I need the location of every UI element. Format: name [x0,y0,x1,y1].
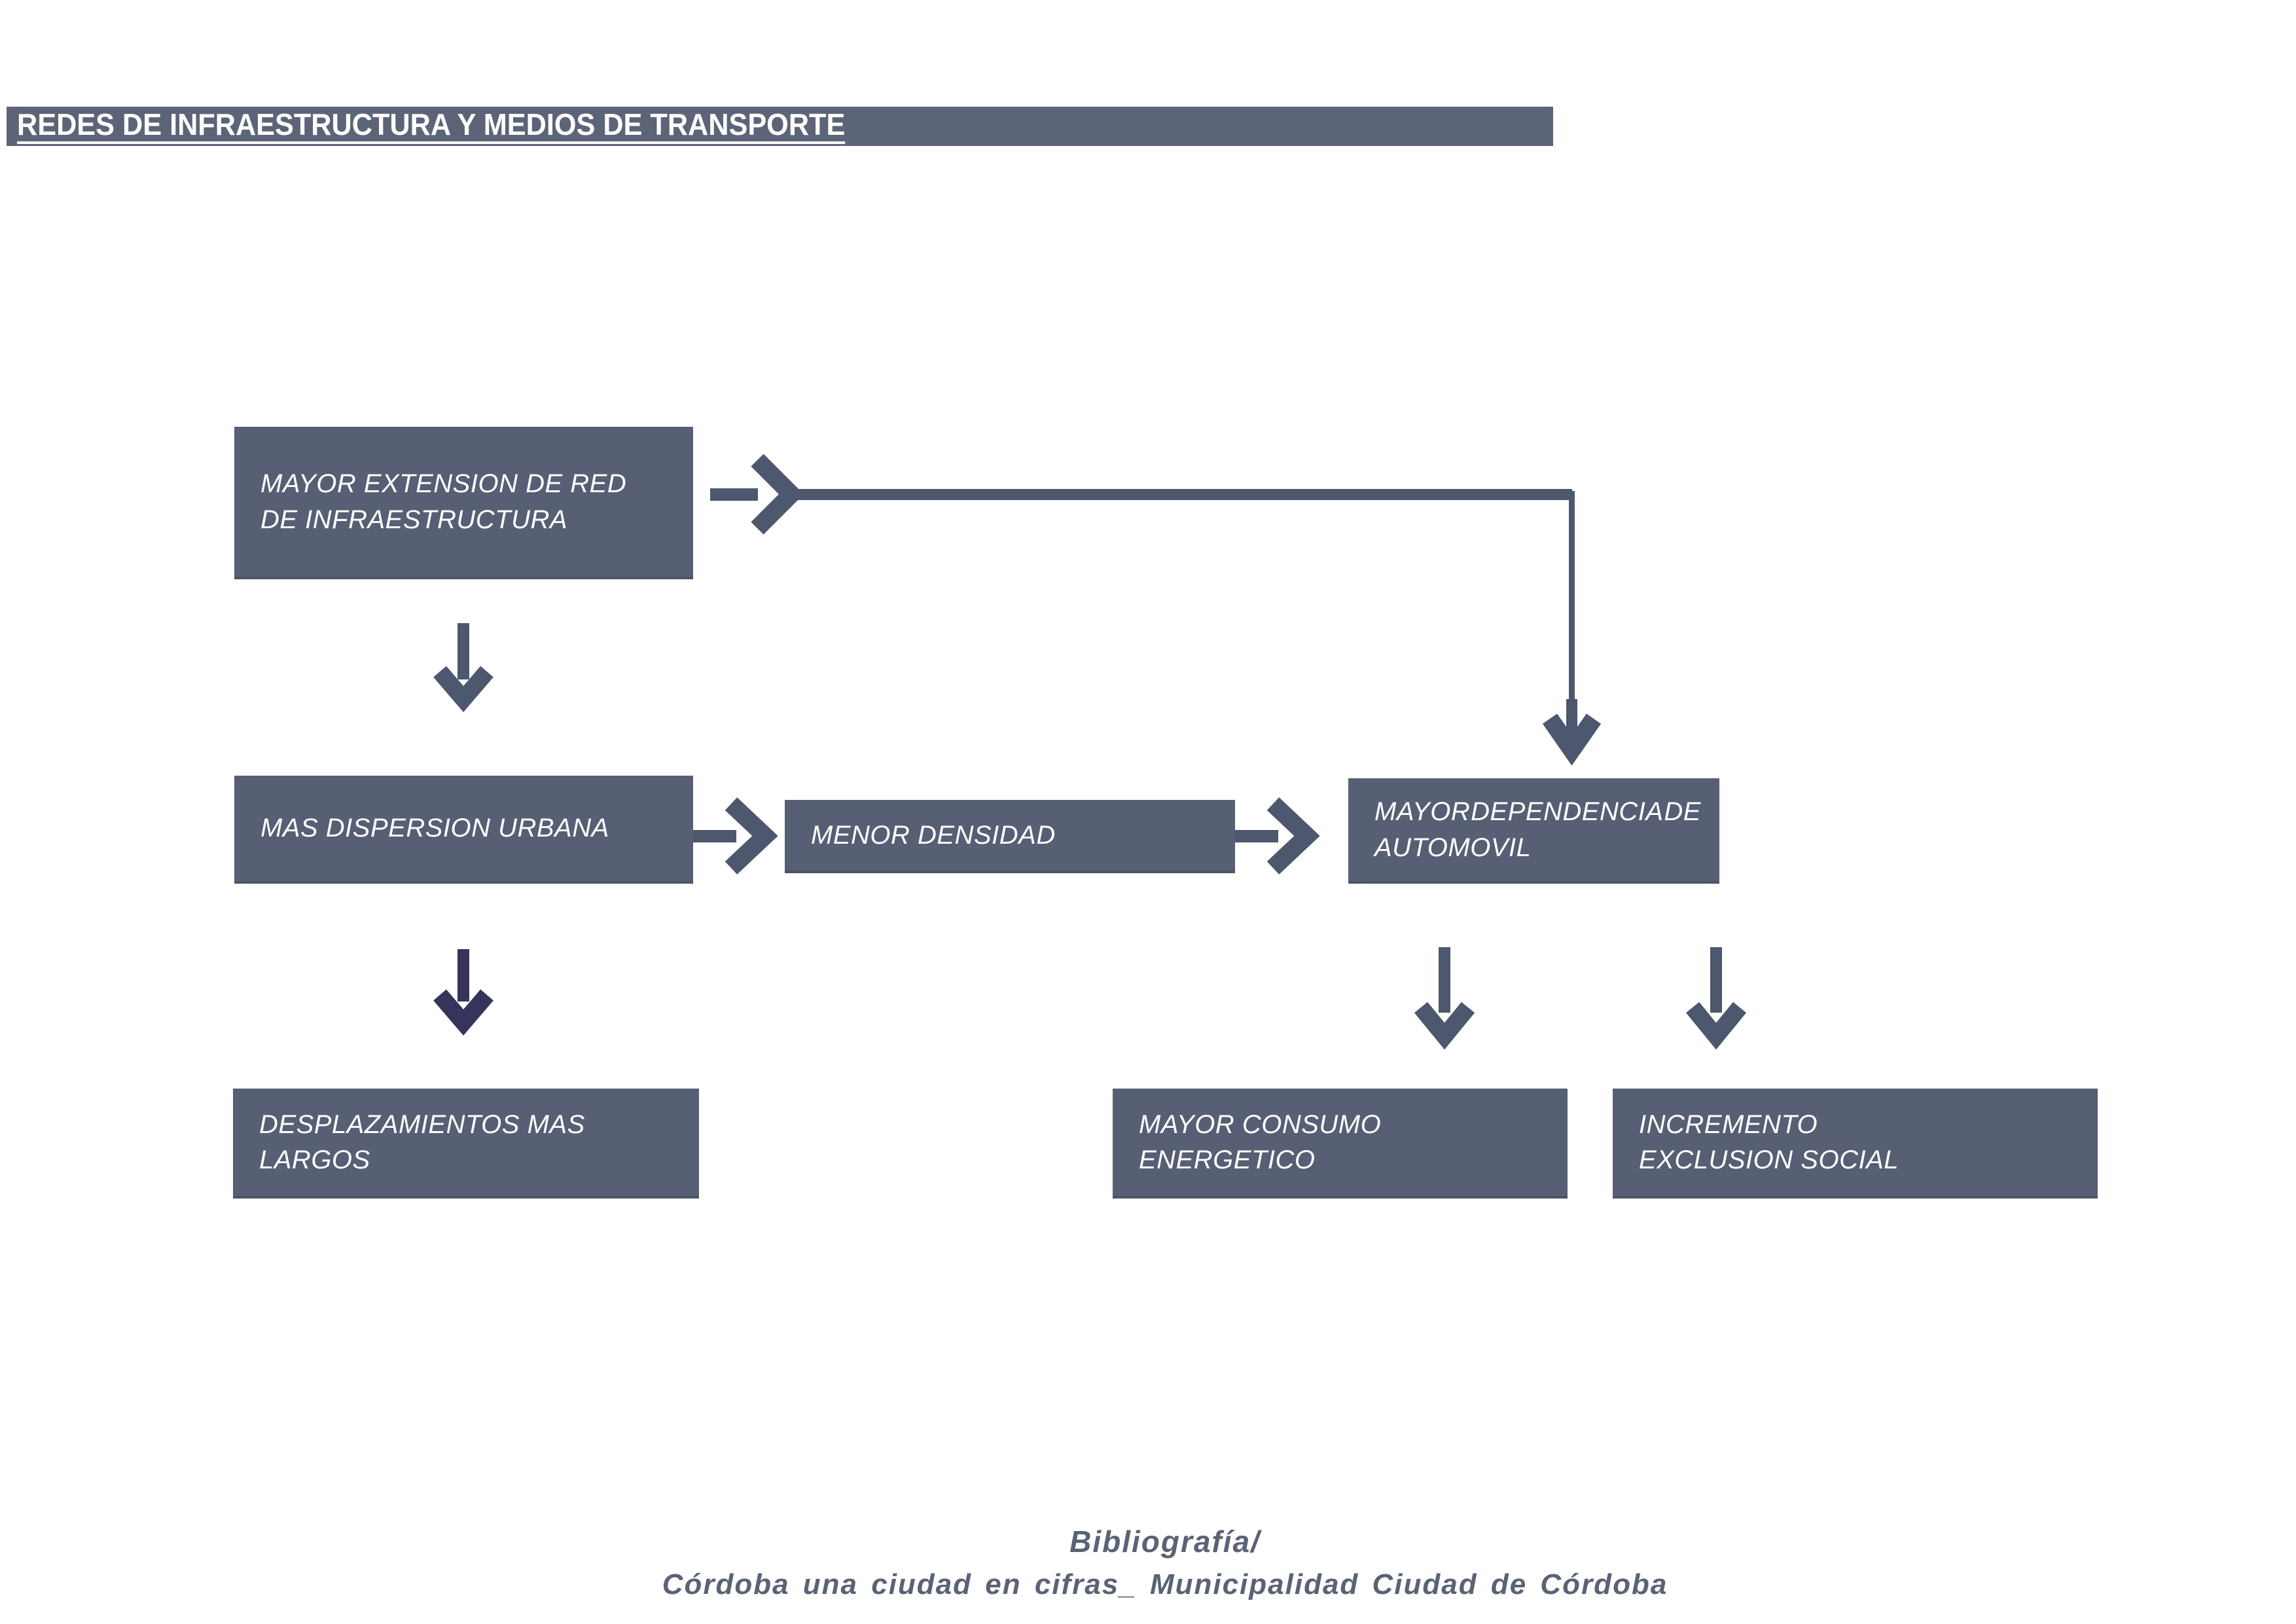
page-title: REDES DE INFRAESTRUCTURA Y MEDIOS DE TRA… [17,109,846,144]
node-text-line: DE INFRAESTRUCTURA [260,505,568,534]
arrow-down-icon [433,949,493,1036]
node-text-line: AUTOMOVIL [1374,833,1532,862]
connector-dependencia-to-consumo-arrow [1414,947,1475,1055]
bibliography: Bibliografía/ Córdoba una ciudad en cifr… [560,1520,1770,1605]
arrow-right-icon [1235,797,1320,875]
connector-extension-to-dispersion-arrow [433,623,493,718]
node-mayor-dependencia-automovil: MAYOR DEPENDENCIA DE AUTOMOVIL [1348,778,1719,884]
node-text-line: MENOR DENSIDAD [811,820,1056,850]
node-text-word: DE [1664,797,1701,827]
node-text-line: EXCLUSION SOCIAL [1639,1146,1899,1174]
connector-extension-to-dependencia-arrow [707,452,1604,785]
node-text-line: ENERGETICO [1139,1146,1316,1174]
arrow-down-icon [433,623,493,712]
connector-dependencia-to-exclusion-arrow [1685,947,1747,1055]
node-mayor-extension-de-red: MAYOR EXTENSION DE RED DE INFRAESTRUCTUR… [234,427,693,579]
node-mayor-consumo-energetico: MAYOR CONSUMO ENERGETICO [1113,1089,1568,1199]
node-text-line: MAYOR DEPENDENCIA DE [1374,794,1701,829]
arrow-right-icon [693,797,778,875]
node-text-word: DEPENDENCIA [1471,797,1664,827]
connector-dispersion-to-densidad-arrow [693,795,778,877]
node-menor-densidad: MENOR DENSIDAD [785,800,1235,873]
node-incremento-exclusion-social: INCREMENTO EXCLUSION SOCIAL [1613,1089,2098,1199]
node-text-line: INCREMENTO [1639,1110,1818,1139]
title-bar: REDES DE INFRAESTRUCTURA Y MEDIOS DE TRA… [7,107,1553,146]
connector-dispersion-to-desplazamientos-arrow [433,949,493,1041]
node-text-line: MAYOR CONSUMO [1139,1110,1382,1139]
bibliography-heading: Bibliografía/ [1069,1525,1261,1559]
arrow-down-icon [1414,947,1475,1050]
connector-densidad-to-dependencia-arrow [1235,795,1320,877]
node-text-line: MAS DISPERSION URBANA [260,814,609,843]
node-text-word: MAYOR [1374,797,1471,827]
node-text-line: DESPLAZAMIENTOS MAS [259,1110,585,1139]
bibliography-source: Córdoba una ciudad en cifras_ Municipali… [662,1568,1668,1600]
node-text-line: LARGOS [259,1146,370,1174]
elbow-arrow-icon [710,454,1602,766]
arrow-down-icon [1685,947,1747,1050]
node-text-line: MAYOR EXTENSION DE RED [260,469,627,499]
node-desplazamientos-mas-largos: DESPLAZAMIENTOS MAS LARGOS [233,1089,699,1199]
node-mas-dispersion-urbana: MAS DISPERSION URBANA [234,776,693,884]
